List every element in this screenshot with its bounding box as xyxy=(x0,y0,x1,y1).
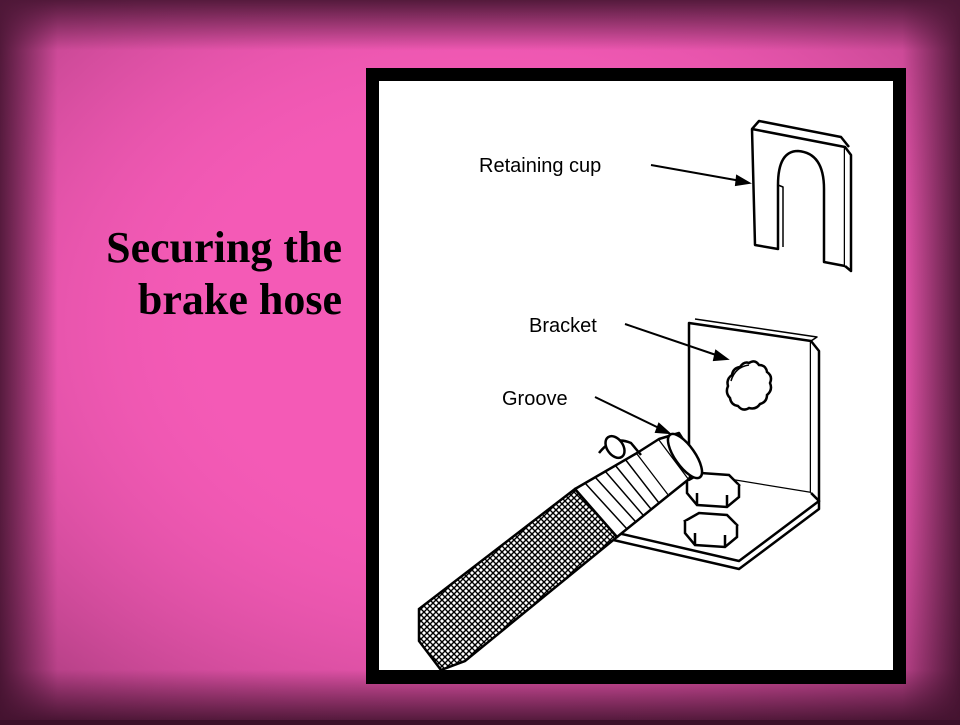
leader-lines xyxy=(594,164,752,435)
label-retaining-cup: Retaining cup xyxy=(479,155,601,177)
label-groove: Groove xyxy=(502,388,568,410)
hose-end-fitting xyxy=(573,431,704,539)
diagram-frame: Retaining cup Bracket Groove xyxy=(366,68,906,684)
bracket-hole xyxy=(725,360,773,411)
slide-title-line-2: brake hose xyxy=(137,275,342,324)
braided-hose xyxy=(417,487,619,670)
slide-title-line-1: Securing the xyxy=(106,223,342,272)
retaining-cup xyxy=(750,119,853,273)
label-bracket: Bracket xyxy=(529,315,597,337)
hex-nut-lower xyxy=(683,511,739,549)
diagram-panel: Retaining cup Bracket Groove xyxy=(379,81,893,670)
slide-title: Securing the brake hose xyxy=(20,222,342,326)
brake-hose-diagram: Retaining cup Bracket Groove xyxy=(417,119,853,670)
